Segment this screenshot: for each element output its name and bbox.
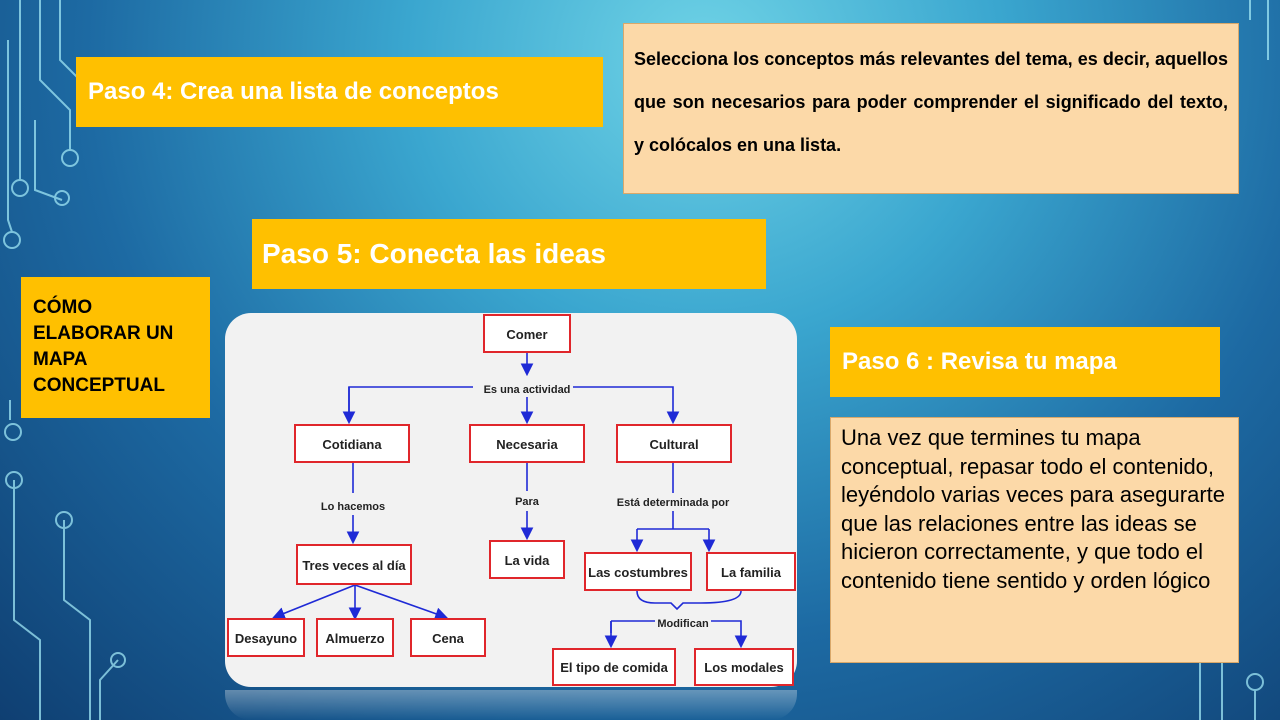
step4-description-box: Selecciona los conceptos más relevantes … [623,23,1239,194]
link-determinada: Está determinada por [617,497,730,509]
node-desayuno: Desayuno [227,618,305,657]
step6-title-box: Paso 6 : Revisa tu mapa [830,327,1220,397]
step6-title: Paso 6 : Revisa tu mapa [842,348,1117,375]
step4-description: Selecciona los conceptos más relevantes … [634,49,1228,155]
step6-description-box: Una vez que termines tu mapa conceptual,… [830,417,1239,663]
step4-title-box: Paso 4: Crea una lista de conceptos [76,57,603,127]
link-modifican: Modifican [657,618,709,630]
node-familia: La familia [706,552,796,591]
node-costumbres: Las costumbres [584,552,692,591]
node-comer: Comer [483,314,571,353]
step5-title: Paso 5: Conecta las ideas [262,238,606,269]
side-title: CÓMO ELABORAR UN MAPA CONCEPTUAL [33,297,174,396]
step6-description: Una vez que termines tu mapa conceptual,… [841,425,1226,593]
svg-text:Tres veces al día: Tres veces al día [302,558,406,573]
svg-text:Cena: Cena [432,631,465,646]
node-la-vida: La vida [489,540,565,579]
link-es-actividad: Es una actividad [484,384,571,396]
concept-map-card: Es una actividad Lo hacemos Para Está de… [225,313,797,687]
svg-text:Las costumbres: Las costumbres [588,565,688,580]
svg-text:Comer: Comer [506,327,547,342]
node-cultural: Cultural [616,424,732,463]
step4-title: Paso 4: Crea una lista de conceptos [88,78,499,105]
node-tres-veces: Tres veces al día [296,544,412,585]
svg-text:El tipo de comida: El tipo de comida [560,660,668,675]
svg-text:Cotidiana: Cotidiana [322,437,382,452]
link-para: Para [515,496,540,508]
svg-text:Desayuno: Desayuno [235,631,297,646]
svg-text:Necesaria: Necesaria [496,437,558,452]
svg-text:Los modales: Los modales [704,660,783,675]
node-cena: Cena [410,618,486,657]
node-almuerzo: Almuerzo [316,618,394,657]
svg-text:La familia: La familia [721,565,782,580]
svg-text:Cultural: Cultural [649,437,698,452]
link-lo-hacemos: Lo hacemos [321,501,385,513]
concept-map-reflection [225,690,797,720]
step5-title-box: Paso 5: Conecta las ideas [252,219,766,289]
node-tipo-comida: El tipo de comida [552,648,676,686]
node-necesaria: Necesaria [469,424,585,463]
node-modales: Los modales [694,648,794,686]
side-title-box: CÓMO ELABORAR UN MAPA CONCEPTUAL [21,277,210,418]
svg-text:La vida: La vida [505,553,551,568]
concept-map: Es una actividad Lo hacemos Para Está de… [227,314,796,686]
node-cotidiana: Cotidiana [294,424,410,463]
svg-text:Almuerzo: Almuerzo [325,631,384,646]
